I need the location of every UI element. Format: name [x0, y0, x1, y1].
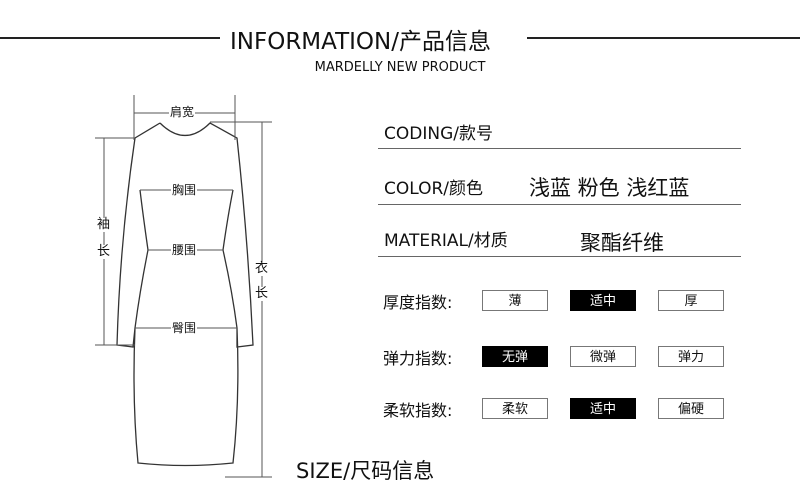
index-option-selected: 无弹 — [482, 346, 548, 367]
index-option: 柔软 — [482, 398, 548, 419]
index-label: 柔软指数: — [383, 401, 453, 420]
page-title: INFORMATION/产品信息 — [230, 29, 491, 55]
index-option: 偏硬 — [658, 398, 724, 419]
index-option-selected: 适中 — [570, 290, 636, 311]
index-label: 厚度指数: — [383, 293, 453, 312]
coding-label: CODING/款号 — [384, 124, 493, 144]
index-option-selected: 适中 — [570, 398, 636, 419]
label-chest: 胸围 — [171, 183, 198, 197]
size-section-title: SIZE/尺码信息 — [296, 459, 435, 483]
color-label: COLOR/颜色 — [384, 179, 484, 199]
material-value: 聚酯纤维 — [580, 231, 664, 255]
dress-size-diagram — [95, 95, 272, 478]
label-hip: 臀围 — [171, 321, 198, 335]
index-option: 微弹 — [570, 346, 636, 367]
divider — [378, 148, 741, 149]
material-label: MATERIAL/材质 — [384, 231, 508, 251]
index-label: 弹力指数: — [383, 349, 453, 368]
dress-outline — [116, 122, 254, 467]
label-shoulder-width: 肩宽 — [169, 105, 196, 119]
divider — [378, 204, 741, 205]
index-option: 弹力 — [658, 346, 724, 367]
header-rule-left — [0, 37, 220, 39]
header-rule-right — [527, 37, 800, 39]
label-sleeve-1: 袖 — [96, 217, 112, 232]
label-waist: 腰围 — [171, 243, 198, 257]
label-length-1: 衣 — [254, 261, 270, 276]
index-option: 厚 — [658, 290, 724, 311]
index-option: 薄 — [482, 290, 548, 311]
label-length-2: 长 — [254, 286, 270, 301]
page-subtitle: MARDELLY NEW PRODUCT — [314, 60, 486, 75]
color-value: 浅蓝 粉色 浅红蓝 — [529, 176, 690, 200]
label-sleeve-2: 长 — [96, 244, 112, 259]
divider — [378, 256, 741, 257]
